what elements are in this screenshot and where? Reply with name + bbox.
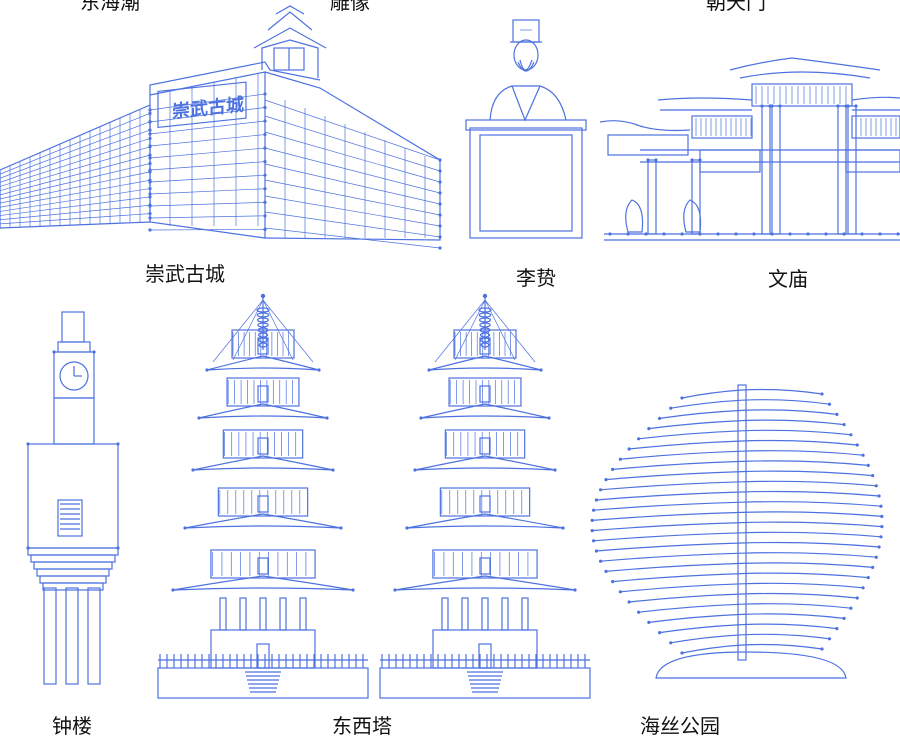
label-chongwu: 崇武古城 xyxy=(145,262,225,286)
label-zhonglou: 钟楼 xyxy=(52,714,92,738)
label-wenmiao: 文庙 xyxy=(768,267,808,291)
label-dongxita: 东西塔 xyxy=(332,714,392,738)
east-pagoda-drawing xyxy=(157,293,369,699)
lizhi-statue-drawing xyxy=(465,19,587,239)
label-lizhi: 李贽 xyxy=(516,266,556,290)
clock-tower-drawing xyxy=(26,311,120,685)
wenmiao-gate-drawing xyxy=(599,57,900,241)
label-partial-right: 朝天门 xyxy=(706,0,766,14)
label-partial-mid: 雕像 xyxy=(330,0,370,14)
label-haisi: 海丝公园 xyxy=(640,714,720,738)
haisi-park-sculpture-drawing xyxy=(590,384,884,679)
chongwu-city-wall-drawing: 崇武古城 xyxy=(0,5,442,250)
wall-plaque-text: 崇武古城 xyxy=(172,93,244,123)
west-pagoda-drawing xyxy=(379,293,591,699)
label-partial-left: 东海潮 xyxy=(80,0,140,14)
